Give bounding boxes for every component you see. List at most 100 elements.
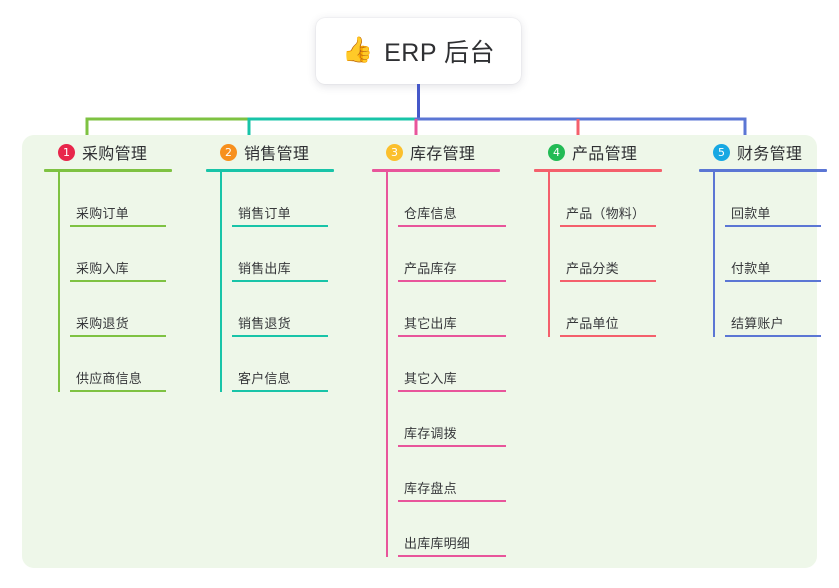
branch-spine [548,172,550,337]
branch-item-label: 客户信息 [238,371,291,386]
branch-item-underline [232,390,328,392]
branch-item-label: 采购订单 [76,206,129,221]
branch-item-list: 仓库信息产品库存其它出库其它入库库存调拨库存盘点出库库明细 [386,172,528,557]
branch-number-badge: 3 [386,143,403,161]
root-node-title: ERP 后台 [384,39,496,67]
branch-title: 产品管理 [572,146,638,163]
branch-item-label: 其它出库 [404,316,457,331]
branch-item-underline [232,335,328,337]
branch-column-3: 3 库存管理仓库信息产品库存其它出库其它入库库存调拨库存盘点出库库明细 [368,135,528,557]
branch-item[interactable]: 结算账户 [725,282,821,337]
branch-columns: 1 采购管理采购订单采购入库采购退货供应商信息 2 销售管理销售订单销售出库销售退货客… [22,135,827,568]
branch-header-underline [44,169,172,172]
branch-item-label: 销售退货 [238,316,291,331]
branch-header-underline [699,169,827,172]
branch-number-badge: 5 [713,143,730,161]
branch-item[interactable]: 库存调拨 [398,392,506,447]
branch-item-label: 产品单位 [566,316,619,331]
branch-title: 库存管理 [410,146,476,163]
branch-item-label: 产品（物料） [566,206,646,221]
root-node-content: 👍 ERP 后台 [342,33,495,69]
branch-item[interactable]: 销售订单 [232,172,328,227]
branch-header-3[interactable]: 3 库存管理 [368,135,528,169]
branch-item[interactable]: 出库库明细 [398,502,506,557]
branch-item[interactable]: 其它出库 [398,282,506,337]
branch-spine [386,172,388,557]
branch-item[interactable]: 产品（物料） [560,172,656,227]
branch-number-badge: 2 [220,143,237,161]
branch-header-1[interactable]: 1 采购管理 [40,135,200,169]
thumbs-up-icon: 👍 [341,35,374,64]
branch-item-label: 产品分类 [566,261,619,276]
branch-item-list: 销售订单销售出库销售退货客户信息 [220,172,362,392]
branch-spine [220,172,222,392]
root-node-card[interactable]: 👍 ERP 后台 [316,18,521,84]
branch-item-label: 库存盘点 [404,481,457,496]
branch-item-underline [70,390,166,392]
branch-item-label: 回款单 [731,206,771,221]
branch-item-label: 结算账户 [731,316,784,331]
branch-item-underline [398,225,506,227]
branch-item-label: 其它入库 [404,371,457,386]
branch-item-label: 产品库存 [404,261,457,276]
branch-column-5: 5 财务管理回款单付款单结算账户 [695,135,839,337]
branch-item-underline [398,390,506,392]
branch-item-label: 付款单 [731,261,771,276]
branch-spine [58,172,60,392]
branch-column-1: 1 采购管理采购订单采购入库采购退货供应商信息 [40,135,200,392]
branch-item[interactable]: 库存盘点 [398,447,506,502]
branch-number-badge: 4 [548,143,565,161]
branch-item[interactable]: 其它入库 [398,337,506,392]
branch-header-5[interactable]: 5 财务管理 [695,135,839,169]
branch-title: 销售管理 [244,146,310,163]
branch-item[interactable]: 回款单 [725,172,821,227]
branch-item-underline [232,225,328,227]
branch-item[interactable]: 产品库存 [398,227,506,282]
branch-header-4[interactable]: 4 产品管理 [530,135,690,169]
branch-item-underline [560,280,656,282]
branch-item-label: 供应商信息 [76,371,143,386]
branch-item[interactable]: 产品单位 [560,282,656,337]
branch-item-underline [398,335,506,337]
branch-item-underline [70,280,166,282]
branch-header-underline [206,169,334,172]
branch-item-label: 出库库明细 [404,536,471,551]
branch-item[interactable]: 客户信息 [232,337,328,392]
branch-item-label: 库存调拨 [404,426,457,441]
branch-item[interactable]: 采购退货 [70,282,166,337]
branch-item[interactable]: 仓库信息 [398,172,506,227]
branch-item[interactable]: 采购入库 [70,227,166,282]
branch-item-list: 采购订单采购入库采购退货供应商信息 [58,172,200,392]
branch-item[interactable]: 销售退货 [232,282,328,337]
branch-item[interactable]: 采购订单 [70,172,166,227]
branch-item-underline [232,280,328,282]
branch-title: 采购管理 [82,146,148,163]
branch-column-4: 4 产品管理产品（物料） 产品分类产品单位 [530,135,690,337]
branch-item-underline [398,280,506,282]
branch-item-underline [725,225,821,227]
branch-item[interactable]: 产品分类 [560,227,656,282]
branch-item-underline [70,335,166,337]
branch-item-underline [725,335,821,337]
branches-panel [22,135,817,568]
branch-header-underline [372,169,500,172]
branch-item-underline [398,555,506,557]
branch-item-underline [70,225,166,227]
branch-number-badge: 1 [58,143,75,161]
branch-item-list: 回款单付款单结算账户 [713,172,839,337]
branch-item[interactable]: 销售出库 [232,227,328,282]
branch-item-underline [398,500,506,502]
branch-item[interactable]: 供应商信息 [70,337,166,392]
branch-item-underline [560,335,656,337]
branch-title: 财务管理 [737,146,803,163]
branch-header-2[interactable]: 2 销售管理 [202,135,362,169]
branch-item-underline [560,225,656,227]
branch-item-label: 仓库信息 [404,206,457,221]
branch-item[interactable]: 付款单 [725,227,821,282]
branch-item-label: 采购入库 [76,261,129,276]
branch-item-label: 销售订单 [238,206,291,221]
branch-column-2: 2 销售管理销售订单销售出库销售退货客户信息 [202,135,362,392]
branch-spine [713,172,715,337]
branch-item-label: 采购退货 [76,316,129,331]
